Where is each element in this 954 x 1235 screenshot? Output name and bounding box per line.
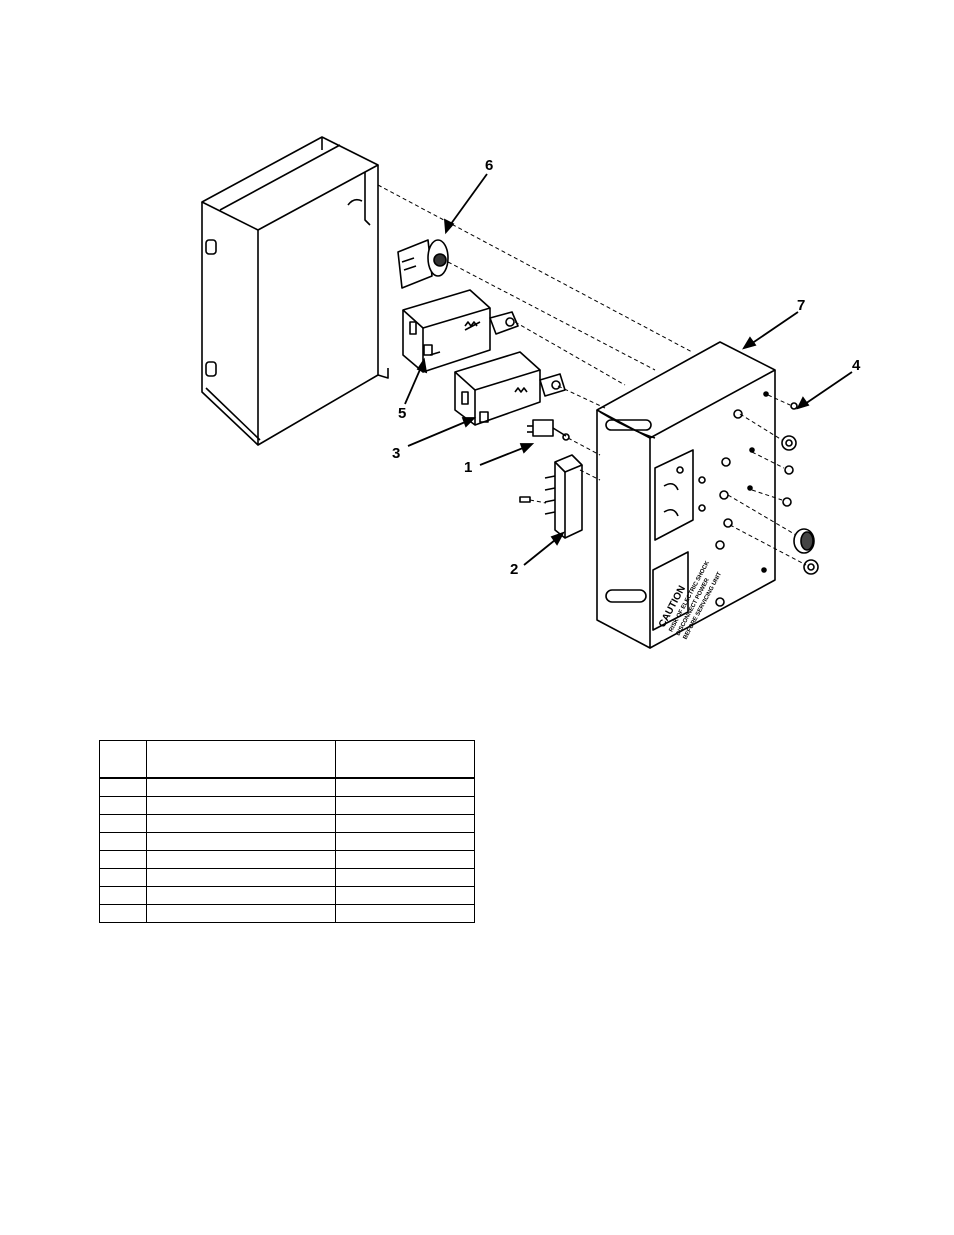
table-cell xyxy=(146,850,336,869)
table-row xyxy=(99,796,475,815)
table-cell xyxy=(335,832,475,851)
hardware-screws-nuts-knob xyxy=(781,402,819,575)
table-cell xyxy=(99,868,147,887)
table-cell xyxy=(335,850,475,869)
table-cell xyxy=(146,832,336,851)
table-cell xyxy=(146,868,336,887)
table-cell xyxy=(146,777,336,797)
table-cell xyxy=(335,886,475,905)
part-5-switch xyxy=(402,289,519,373)
callout-5: 5 xyxy=(398,405,406,422)
header-cell-description xyxy=(146,740,336,779)
table-row xyxy=(99,777,475,797)
table-cell xyxy=(99,886,147,905)
parts-list-table xyxy=(99,740,475,923)
table-cell xyxy=(99,904,147,923)
table-cell xyxy=(99,777,147,797)
table-cell xyxy=(146,814,336,833)
part-6-rotary-control xyxy=(397,239,449,289)
part-3-switch xyxy=(454,351,566,426)
table-cell xyxy=(99,814,147,833)
callout-6: 6 xyxy=(485,157,493,174)
table-row xyxy=(99,904,475,923)
part-1-toggle-switch xyxy=(527,419,570,441)
table-cell xyxy=(146,886,336,905)
assembly-guide-lines xyxy=(377,184,807,566)
cover-housing xyxy=(201,136,389,446)
callout-arrows xyxy=(404,173,853,566)
table-row xyxy=(99,886,475,905)
exploded-parts-diagram: CAUTION RISK OF ELECTRIC SHOCK DISCONNEC… xyxy=(201,136,861,649)
table-cell xyxy=(335,777,475,797)
table-cell xyxy=(335,868,475,887)
table-cell xyxy=(146,796,336,815)
header-cell-part-number xyxy=(335,740,475,779)
table-row xyxy=(99,832,475,851)
table-row xyxy=(99,814,475,833)
table-cell xyxy=(99,796,147,815)
table-row xyxy=(99,850,475,869)
callout-3: 3 xyxy=(392,445,400,462)
table-row xyxy=(99,868,475,887)
table-cell xyxy=(99,832,147,851)
part-2-terminal-block xyxy=(519,454,583,539)
callout-7: 7 xyxy=(797,297,805,314)
table-cell xyxy=(335,814,475,833)
table-cell xyxy=(146,904,336,923)
header-cell-item xyxy=(99,740,147,779)
part-7-control-box xyxy=(596,341,776,649)
table-header-row xyxy=(99,740,475,779)
table-cell xyxy=(335,796,475,815)
callout-4: 4 xyxy=(852,357,861,374)
diagram-svg: CAUTION RISK OF ELECTRIC SHOCK DISCONNEC… xyxy=(201,136,861,649)
table-cell xyxy=(99,850,147,869)
callout-1: 1 xyxy=(464,459,472,476)
table-cell xyxy=(335,904,475,923)
callout-2: 2 xyxy=(510,561,518,578)
